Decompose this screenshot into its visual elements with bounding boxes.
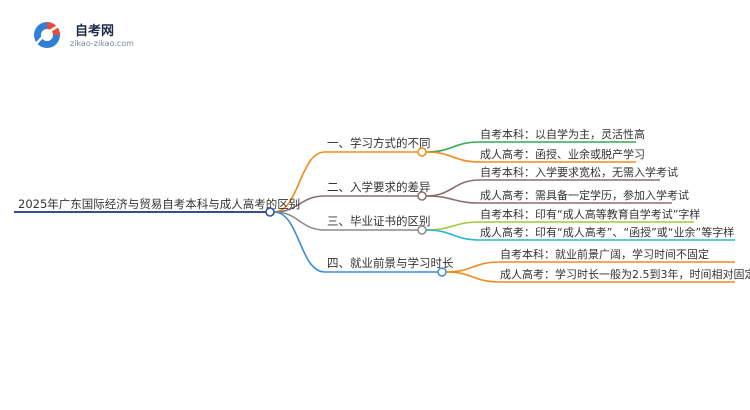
branch-1-child-2-label: 成人高考：函授、业余或脱产学习 xyxy=(480,147,645,161)
logo-title: 自考网 xyxy=(75,24,115,39)
branch-3-label: 三、毕业证书的区别 xyxy=(327,214,431,228)
logo-subtitle: zikao-zikao.com xyxy=(70,39,134,48)
branch-1-child-1-link xyxy=(425,141,481,153)
branch-2-label: 二、入学要求的差异 xyxy=(327,180,431,194)
site-logo[interactable]: 自考网 zikao-zikao.com xyxy=(30,18,140,52)
branch-4-label: 四、就业前景与学习时长 xyxy=(327,256,454,270)
root-node-dot[interactable] xyxy=(265,207,275,217)
branch-3-child-1-link xyxy=(425,221,481,231)
branch-3-dot[interactable] xyxy=(417,225,427,235)
branch-2-child-2-label: 成人高考：需具备一定学历，参加入学考试 xyxy=(480,188,689,202)
branch-3-link xyxy=(273,211,326,231)
branch-3-child-1-label: 自考本科：印有“成人高等教育自学考试”字样 xyxy=(480,207,700,221)
branch-4-child-2-link xyxy=(445,271,501,283)
branch-1-dot[interactable] xyxy=(417,147,427,157)
branch-1-child-1-label: 自考本科：以自学为主，灵活性高 xyxy=(480,127,645,141)
branch-4-link xyxy=(273,211,326,273)
branch-3-child-2-link xyxy=(425,229,481,241)
branch-2-child-1-label: 自考本科：入学要求宽松，无需入学考试 xyxy=(480,165,678,179)
branch-4-child-2-label: 成人高考：学习时长一般为2.5到3年，时间相对固定 xyxy=(500,267,750,281)
branch-4-child-1-link xyxy=(445,261,501,273)
branch-4-dot[interactable] xyxy=(437,267,447,277)
branch-4-child-1-label: 自考本科：就业前景广阔，学习时间不固定 xyxy=(500,247,709,261)
branch-2-child-2-link xyxy=(425,195,481,204)
branch-1-label: 一、学习方式的不同 xyxy=(327,136,431,150)
branch-2-link xyxy=(273,195,326,213)
branch-2-dot[interactable] xyxy=(417,191,427,201)
branch-2-child-1-link xyxy=(425,179,481,197)
root-node-label: 2025年广东国际经济与贸易自考本科与成人高考的区别 xyxy=(18,197,300,211)
branch-1-child-2-link xyxy=(425,151,481,163)
logo-icon xyxy=(34,22,60,48)
branch-1-link xyxy=(273,151,326,213)
branch-3-child-2-label: 成人高考：印有“成人高考”、“函授”或“业余”等字样 xyxy=(480,225,734,239)
